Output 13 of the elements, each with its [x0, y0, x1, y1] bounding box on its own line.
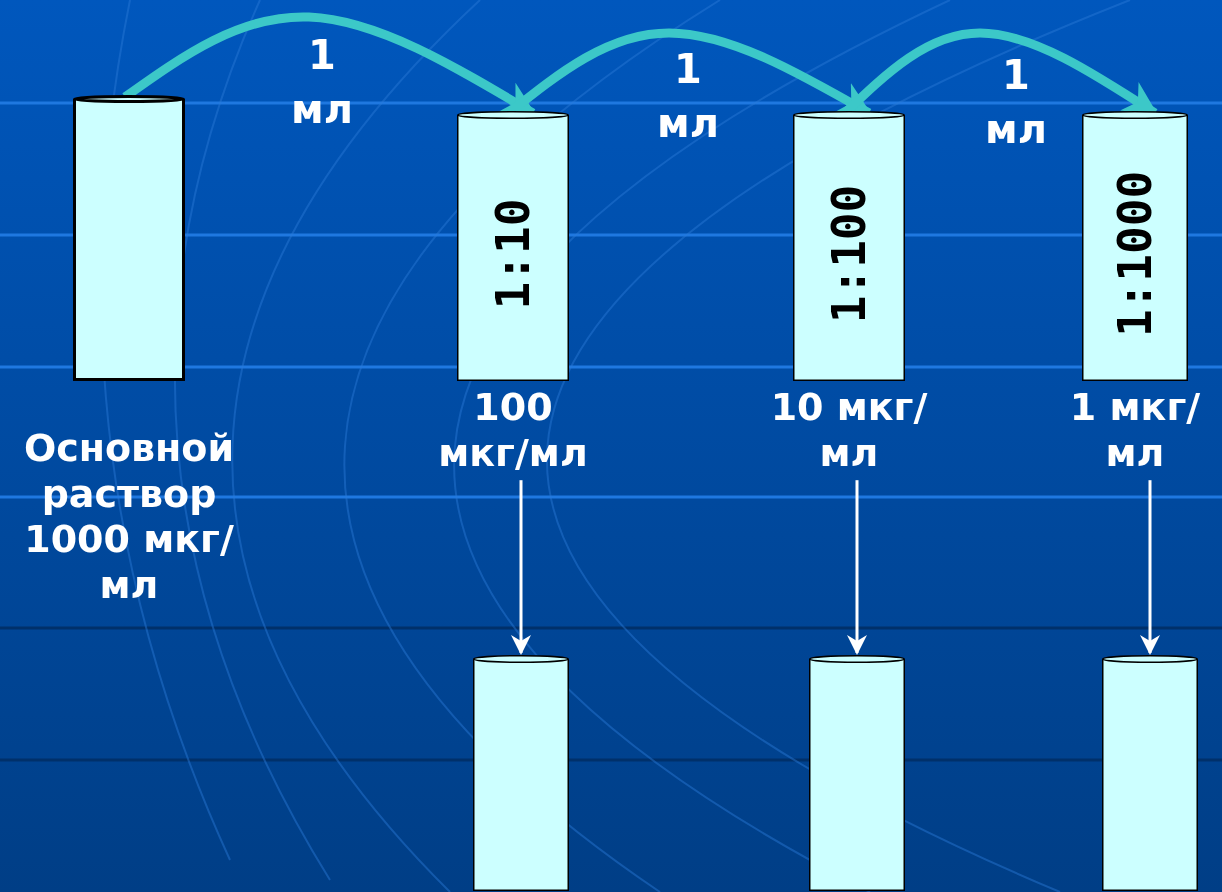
arrow [847, 480, 867, 655]
concentration-label: 10 мкг/мл [769, 385, 929, 477]
dilution-ratio: 1:100 [826, 184, 872, 324]
dilution-ratio: 1:1000 [1112, 170, 1158, 338]
volume-label: 1 мл [656, 45, 720, 148]
dilution-ratio: 1:10 [490, 198, 536, 310]
volume-label: 1 мл [984, 51, 1048, 154]
concentration-label: 100 мкг/мл [437, 385, 589, 477]
stock-solution-label: Основной раствор 1000 мкг/мл [22, 426, 236, 609]
arrow [1140, 480, 1160, 655]
volume-label: 1 мл [290, 31, 354, 134]
concentration-label: 1 мкг/мл [1068, 385, 1202, 477]
arrow [511, 480, 531, 655]
